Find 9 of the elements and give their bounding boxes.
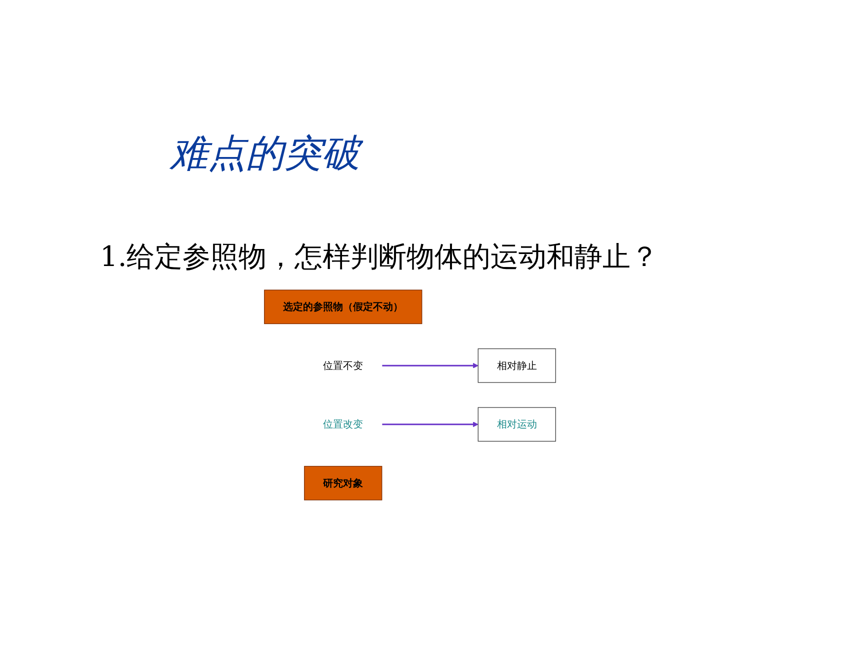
- question-heading: 1.给定参照物，怎样判断物体的运动和静止？: [100, 239, 659, 275]
- arrow: [382, 362, 478, 368]
- node-text: 位置不变: [323, 359, 364, 372]
- node-box: 相对静止: [478, 348, 556, 383]
- node-box: 相对运动: [478, 407, 556, 442]
- node-text: 位置改变: [323, 418, 364, 430]
- node-box: 研究对象: [304, 466, 382, 500]
- node-box: 选定的参照物（假定不动）: [264, 290, 422, 324]
- arrow: [382, 422, 478, 428]
